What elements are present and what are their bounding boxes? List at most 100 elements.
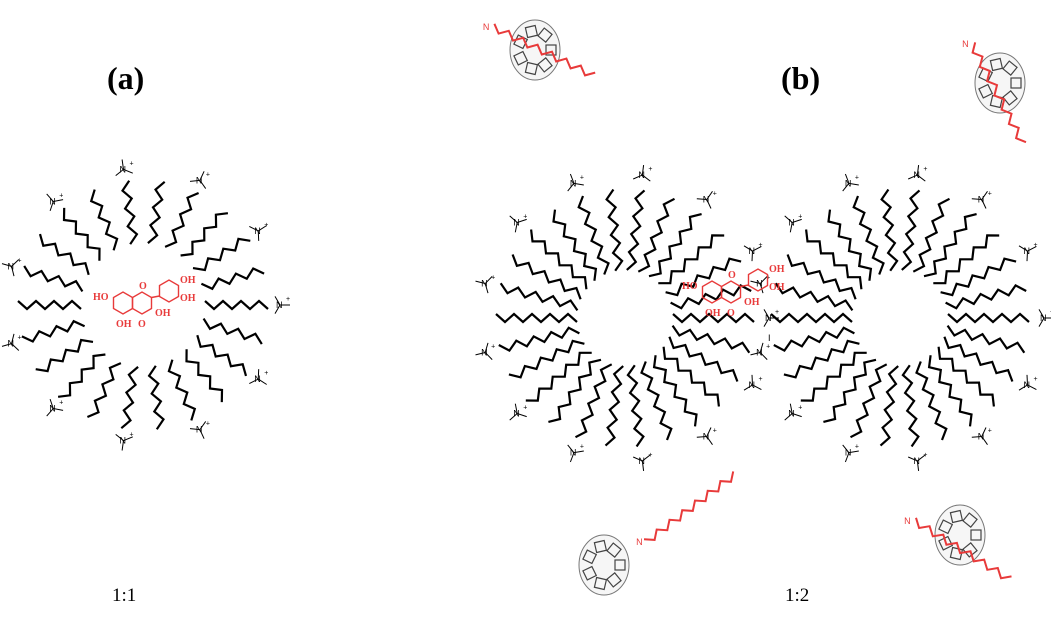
surfactant-tail — [57, 353, 106, 398]
methyl-bond — [641, 460, 645, 471]
methyl-bond — [789, 403, 793, 414]
methyl-bond — [115, 169, 124, 176]
methyl-bond — [517, 218, 527, 223]
methyl-bond — [916, 460, 920, 471]
panel-b-label: (b) — [781, 60, 821, 96]
methyl-bond — [49, 201, 54, 212]
methyl-bond — [1038, 309, 1045, 319]
methyl-bond — [509, 215, 518, 223]
glucose-unit — [582, 565, 598, 581]
ammonium-headgroup: N+ — [633, 165, 652, 182]
methyl-bond — [784, 215, 793, 223]
methyl-bond — [784, 413, 793, 421]
methyl-bond — [633, 456, 643, 462]
methyl-bond — [908, 456, 918, 462]
surfactant-tail — [670, 283, 752, 310]
hydroxyl-group-5: OH — [116, 319, 132, 330]
ammonium-headgroup: N+ — [115, 432, 134, 451]
surfactant-tail — [648, 213, 702, 278]
methyl-bond — [848, 182, 859, 186]
methyl-bond — [842, 183, 850, 192]
micelle-b-right: N+N+N+N+N+N+N+N+N+N+N+N+N+ — [750, 165, 1051, 471]
ammonium-headgroup: N+ — [249, 369, 268, 385]
surfactant-tail — [786, 254, 857, 300]
methyl-bond — [514, 222, 518, 233]
methyl-bond — [123, 436, 133, 442]
ammonium-headgroup: N+ — [842, 444, 859, 463]
surfactant-tail — [823, 358, 877, 423]
methyl-bond — [751, 374, 754, 385]
glucose-unit — [1010, 77, 1022, 89]
methyl-bond — [257, 225, 267, 232]
nitrogen-atom: N — [845, 448, 852, 458]
nitrogen-atom: N — [570, 178, 577, 188]
methyl-bond — [475, 280, 486, 285]
methyl-bond — [199, 429, 205, 439]
surfactant-tail — [167, 359, 197, 421]
glucose-unit — [938, 535, 954, 551]
surfactant-tail — [548, 358, 602, 423]
glucose-unit — [978, 83, 994, 99]
methyl-bond — [49, 398, 54, 409]
methyl-bond — [569, 452, 575, 463]
ammonium-headgroup: N+ — [1, 333, 22, 351]
charge-sign: + — [59, 400, 63, 407]
glucose-unit — [513, 50, 529, 66]
glucose-unit — [593, 576, 608, 591]
surfactant-tail — [671, 324, 751, 354]
methyl-bond — [844, 452, 850, 463]
methyl-bond — [752, 384, 762, 391]
surfactant-tail — [827, 209, 873, 281]
ring-oxygen: O — [728, 270, 736, 281]
surfactant-tail — [927, 355, 973, 427]
charge-sign: + — [580, 444, 584, 451]
methyl-bond — [484, 276, 493, 284]
charge-sign: + — [59, 192, 63, 199]
surfactant-tail — [38, 233, 90, 276]
ammonium-headgroup: N+ — [274, 296, 290, 314]
methyl-bond — [1018, 245, 1028, 252]
methyl-bond — [844, 173, 850, 184]
surfactant-tail — [498, 326, 580, 353]
charge-sign: + — [206, 421, 210, 428]
glucose-unit — [970, 529, 982, 541]
glucose-unit — [962, 512, 978, 528]
surfactant-tail — [577, 195, 610, 275]
charge-sign: + — [798, 214, 802, 221]
surfactant-tail — [86, 362, 122, 419]
nitrogen-atom: N — [765, 313, 772, 323]
methyl-bond — [509, 413, 518, 421]
glucose-unit — [537, 57, 553, 73]
glucose-unit — [989, 57, 1004, 72]
ammonium-headgroup: N+ — [46, 192, 63, 212]
guest-alkyl-chain — [971, 42, 1027, 144]
methyl-bond — [1026, 251, 1029, 262]
nitrogen-atom: N — [570, 448, 577, 458]
methyl-bond — [46, 408, 54, 417]
guest-headgroup: N — [483, 22, 490, 32]
surfactant-tail — [200, 267, 265, 291]
surfactant-tail — [204, 299, 269, 311]
charge-sign: + — [798, 404, 802, 411]
methyl-bond — [189, 428, 200, 431]
charge-sign: + — [923, 452, 927, 459]
methyl-bond — [573, 450, 584, 454]
ammonium-headgroup: N+ — [115, 159, 134, 176]
charge-sign: + — [713, 190, 717, 197]
methyl-bond — [1, 263, 12, 267]
surfactant-tail — [773, 326, 855, 353]
ammonium-headgroup: N+ — [567, 173, 584, 192]
ammonium-headgroup: N+ — [696, 427, 717, 445]
charge-sign: + — [759, 242, 763, 249]
ammonium-headgroup: N+ — [784, 214, 802, 233]
surfactant-tail — [121, 180, 139, 245]
charge-sign: + — [523, 404, 527, 411]
ammonium-headgroup: N+ — [475, 342, 495, 360]
glucose-unit — [949, 546, 964, 561]
hydroxyl-group-3prime: OH — [180, 293, 196, 304]
surfactant-tail — [499, 282, 579, 312]
charge-sign: + — [523, 214, 527, 221]
methyl-bond — [484, 352, 493, 360]
surfactant-tail — [626, 189, 646, 271]
surfactant-tail — [943, 336, 1014, 382]
